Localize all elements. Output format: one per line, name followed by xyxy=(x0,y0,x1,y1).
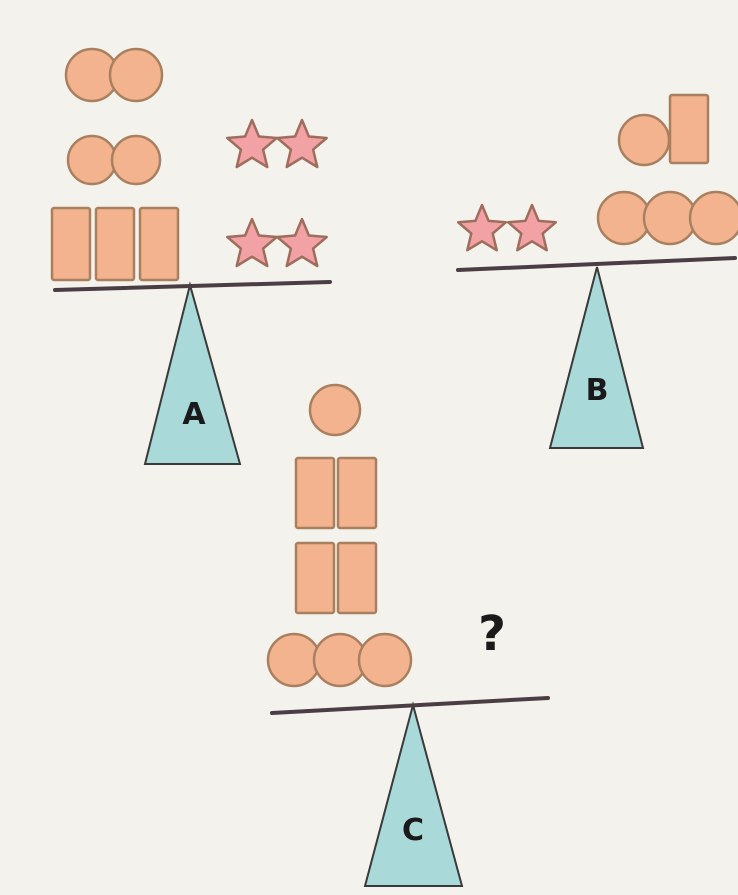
square-weight xyxy=(52,208,90,280)
scale-b: B xyxy=(458,95,738,448)
scale-c-right-pan: ? xyxy=(478,606,506,662)
circle-weight xyxy=(598,192,650,244)
star-weight xyxy=(227,219,276,266)
unknown-question-mark: ? xyxy=(478,606,506,662)
fulcrum-c-label: C xyxy=(402,813,424,848)
fulcrum-b xyxy=(550,267,643,448)
star-weight xyxy=(277,120,326,167)
fulcrum-a xyxy=(145,285,240,464)
scale-a-left-pan xyxy=(52,49,178,280)
scale-b-right-pan xyxy=(598,95,738,244)
scale-c: C ? xyxy=(268,385,548,886)
circle-weight xyxy=(619,115,669,165)
scale-a-right-pan xyxy=(227,120,326,266)
circle-weight xyxy=(110,49,162,101)
circle-weight xyxy=(644,192,696,244)
circle-weight xyxy=(359,634,411,686)
circle-weight xyxy=(310,385,360,435)
square-weight xyxy=(338,543,376,613)
square-weight xyxy=(96,208,134,280)
star-weight xyxy=(508,205,556,250)
fulcrum-b-label: B xyxy=(586,373,609,408)
circle-weight xyxy=(690,192,738,244)
square-weight xyxy=(296,458,334,528)
star-weight xyxy=(277,219,326,266)
scale-b-left-pan xyxy=(458,205,556,250)
circle-weight xyxy=(112,136,160,184)
beam-c xyxy=(272,698,548,713)
beam-a xyxy=(55,282,330,290)
star-weight xyxy=(458,205,506,250)
fulcrum-a-label: A xyxy=(182,397,206,432)
scale-a: A xyxy=(52,49,330,464)
circle-weight xyxy=(268,634,320,686)
square-weight xyxy=(338,458,376,528)
square-weight xyxy=(140,208,178,280)
star-weight xyxy=(227,120,276,167)
circle-weight xyxy=(68,136,116,184)
square-weight xyxy=(296,543,334,613)
fulcrum-c xyxy=(365,705,462,886)
square-weight xyxy=(670,95,708,163)
scale-c-left-pan xyxy=(268,385,411,686)
